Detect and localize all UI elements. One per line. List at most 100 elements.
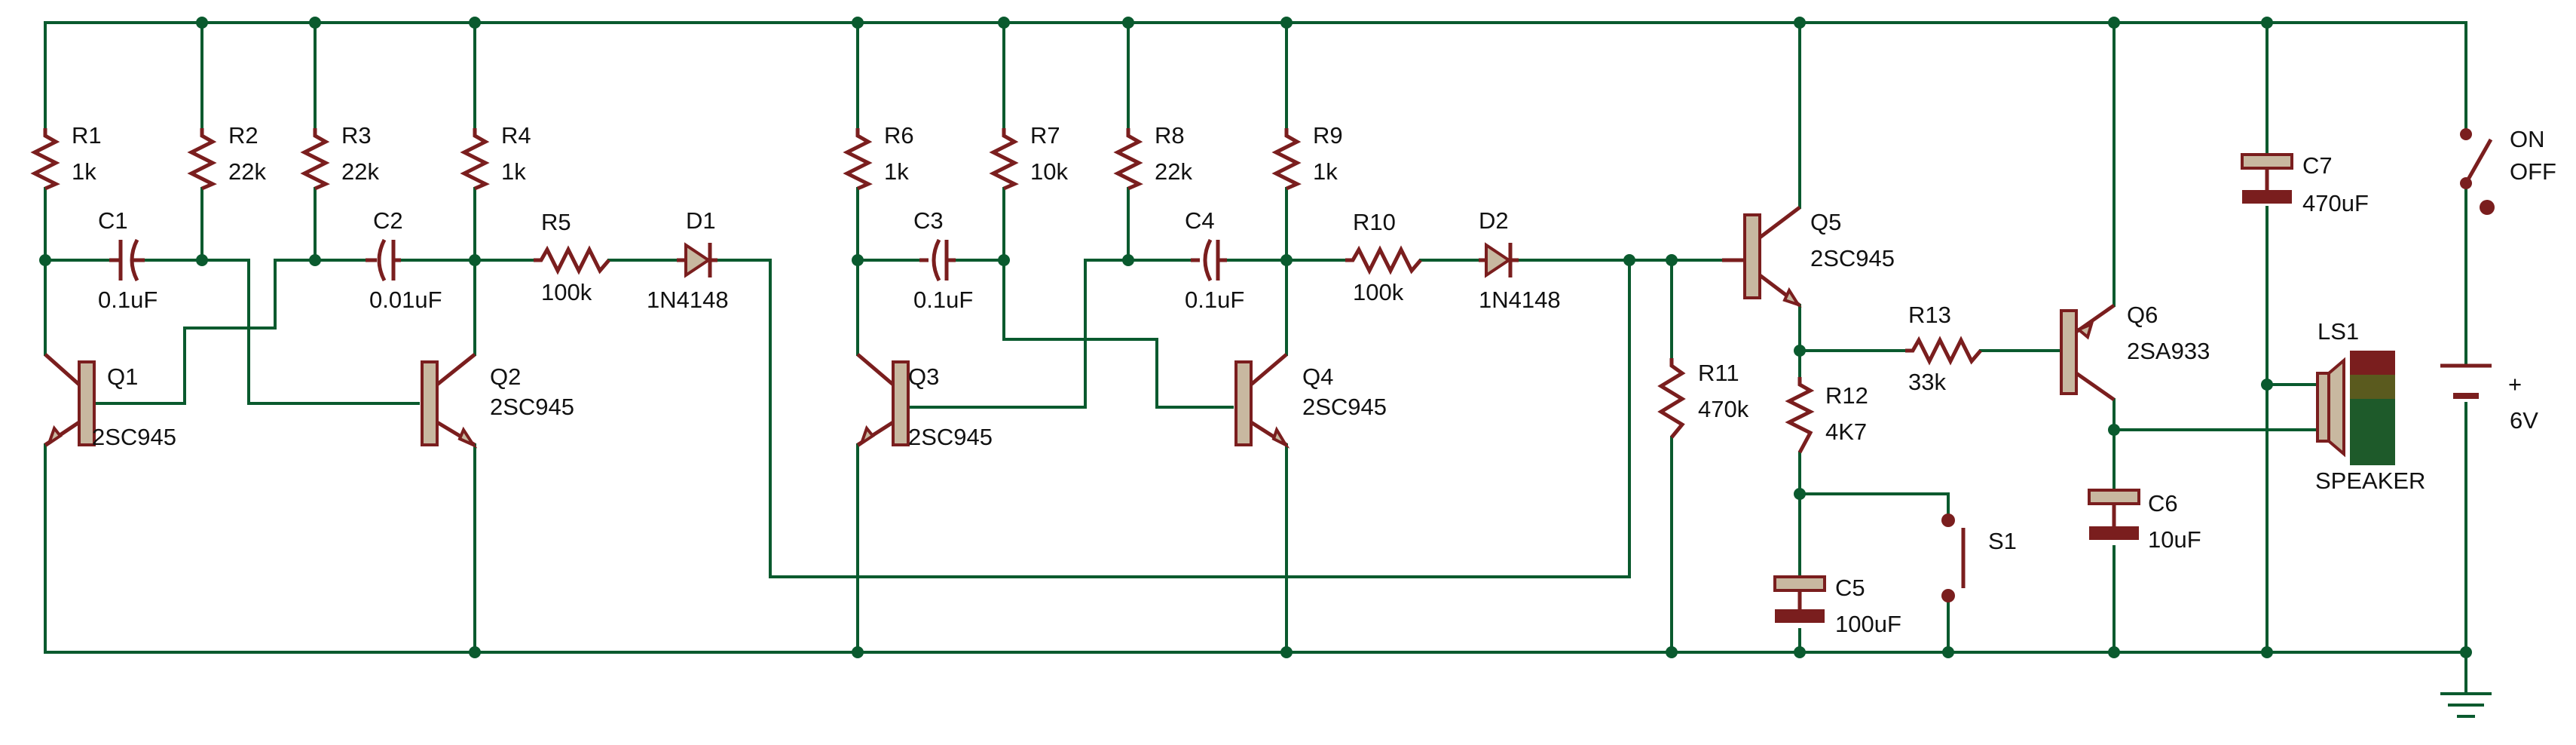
resistor-r3: R3 22k: [300, 122, 379, 191]
capacitor-c7: C7 470uF: [2241, 152, 2369, 216]
svg-text:1k: 1k: [1313, 158, 1338, 185]
capacitor-c3: C3 0.1uF: [913, 207, 973, 313]
svg-text:6V: 6V: [2510, 407, 2538, 434]
svg-text:R11: R11: [1698, 360, 1739, 386]
svg-text:22k: 22k: [341, 158, 379, 185]
svg-text:C4: C4: [1185, 207, 1215, 234]
svg-text:1N4148: 1N4148: [1479, 287, 1561, 313]
capacitor-c4: C4 0.1uF: [1185, 207, 1244, 313]
capacitor-c2: C2 0.01uF: [366, 207, 442, 313]
diode-d1: D1 1N4148: [647, 207, 729, 313]
svg-text:R10: R10: [1353, 209, 1396, 235]
svg-text:+: +: [2508, 371, 2522, 397]
svg-text:R8: R8: [1155, 122, 1185, 149]
speaker-body-top: [2350, 351, 2395, 375]
svg-text:R3: R3: [341, 122, 372, 149]
battery: + 6V: [2440, 363, 2538, 434]
svg-text:33k: 33k: [1908, 369, 1946, 395]
svg-text:2SC945: 2SC945: [1302, 394, 1387, 420]
resistor-r13: R13 33k: [1905, 302, 1982, 395]
resistor-r4: R4 1k: [460, 122, 531, 191]
svg-text:1N4148: 1N4148: [647, 287, 729, 313]
svg-text:S1: S1: [1988, 528, 2017, 554]
svg-text:2SC945: 2SC945: [92, 424, 176, 450]
svg-text:1k: 1k: [501, 158, 526, 185]
svg-text:Q6: Q6: [2127, 302, 2158, 328]
speaker-body-bottom: [2350, 399, 2395, 465]
resistor-r8: R8 22k: [1113, 122, 1192, 191]
svg-text:R4: R4: [501, 122, 531, 149]
resistor-r6: R6 1k: [843, 122, 914, 191]
resistor-r10: R10 100k: [1345, 209, 1422, 305]
svg-text:0.1uF: 0.1uF: [98, 287, 158, 313]
svg-text:D2: D2: [1479, 207, 1509, 234]
svg-text:100k: 100k: [1353, 279, 1404, 305]
svg-text:R6: R6: [884, 122, 914, 149]
resistor-r9: R9 1k: [1271, 122, 1343, 191]
svg-text:OFF: OFF: [2510, 158, 2556, 185]
svg-text:0.1uF: 0.1uF: [913, 287, 973, 313]
svg-text:R5: R5: [541, 209, 571, 235]
svg-text:R7: R7: [1030, 122, 1060, 149]
resistor-r7: R7 10k: [989, 122, 1068, 191]
switch-s1[interactable]: S1: [1941, 514, 2017, 602]
transistor-q1: Q1 2SC945: [44, 353, 176, 450]
svg-text:C5: C5: [1835, 575, 1865, 601]
svg-text:470uF: 470uF: [2302, 190, 2369, 216]
svg-text:SPEAKER: SPEAKER: [2315, 468, 2425, 494]
capacitor-c1: C1 0.1uF: [98, 207, 158, 313]
transistor-q2: Q2 2SC945: [421, 353, 574, 449]
svg-text:C7: C7: [2302, 152, 2333, 179]
svg-text:100k: 100k: [541, 279, 592, 305]
transistor-q6: Q6 2SA933: [2060, 302, 2210, 402]
svg-text:R9: R9: [1313, 122, 1343, 149]
transistor-q4: Q4 2SC945: [1234, 353, 1387, 449]
svg-text:22k: 22k: [228, 158, 266, 185]
svg-text:R13: R13: [1908, 302, 1951, 328]
resistor-r5: R5 100k: [534, 209, 610, 305]
speaker-body-mid: [2350, 375, 2395, 399]
resistor-r2: R2 22k: [187, 122, 266, 191]
capacitor-c5: C5 100uF: [1773, 575, 1901, 637]
svg-text:100uF: 100uF: [1835, 611, 1901, 637]
resistor-r11: R11 470k: [1657, 358, 1749, 439]
svg-text:2SC945: 2SC945: [1810, 245, 1895, 271]
svg-text:Q3: Q3: [908, 363, 939, 390]
svg-text:C3: C3: [913, 207, 944, 234]
svg-text:Q4: Q4: [1302, 363, 1333, 390]
transistor-q5: Q5 2SC945: [1722, 206, 1895, 308]
svg-text:Q2: Q2: [490, 363, 521, 390]
svg-text:Q1: Q1: [107, 363, 138, 390]
svg-text:LS1: LS1: [2317, 318, 2359, 345]
svg-text:1k: 1k: [72, 158, 96, 185]
svg-text:C2: C2: [373, 207, 403, 234]
svg-text:2SC945: 2SC945: [490, 394, 574, 420]
transistor-q3: Q3 2SC945: [856, 353, 993, 450]
svg-text:R2: R2: [228, 122, 259, 149]
svg-text:0.1uF: 0.1uF: [1185, 287, 1244, 313]
resistor-r12: R12 4K7: [1785, 377, 1868, 454]
svg-text:Q5: Q5: [1810, 209, 1841, 235]
svg-text:D1: D1: [686, 207, 716, 234]
power-switch[interactable]: ON OFF: [2460, 126, 2556, 215]
svg-text:C6: C6: [2148, 490, 2178, 517]
svg-text:R1: R1: [72, 122, 102, 149]
junction-dots: [39, 17, 2472, 658]
diode-d2: D2 1N4148: [1479, 207, 1561, 313]
svg-text:0.01uF: 0.01uF: [369, 287, 442, 313]
capacitor-c6: C6 10uF: [2088, 489, 2201, 553]
svg-text:R12: R12: [1825, 382, 1868, 409]
svg-text:470k: 470k: [1698, 396, 1749, 422]
svg-text:2SA933: 2SA933: [2127, 338, 2210, 364]
svg-text:1k: 1k: [884, 158, 909, 185]
svg-text:22k: 22k: [1155, 158, 1192, 185]
resistor-r1: R1 1k: [30, 122, 102, 191]
svg-text:10k: 10k: [1030, 158, 1068, 185]
speaker-ls1: LS1 SPEAKER: [2315, 318, 2425, 494]
svg-text:4K7: 4K7: [1825, 418, 1867, 445]
svg-text:2SC945: 2SC945: [908, 424, 993, 450]
svg-text:10uF: 10uF: [2148, 526, 2201, 553]
svg-text:ON: ON: [2510, 126, 2545, 152]
svg-text:C1: C1: [98, 207, 128, 234]
